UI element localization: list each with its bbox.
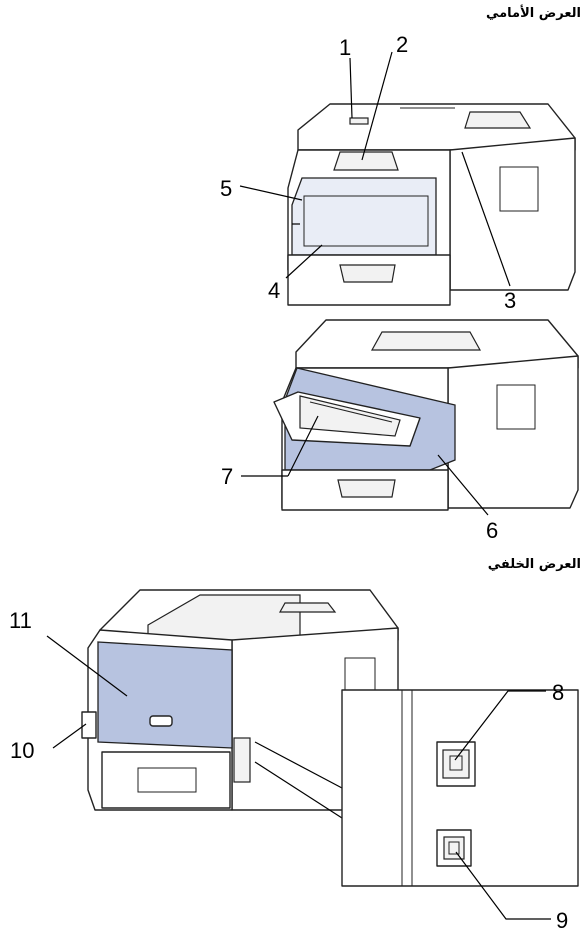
back-view-heading: العرض الخلفي xyxy=(487,557,581,572)
callout-1: 1 xyxy=(339,35,351,60)
printer-back-view xyxy=(81,589,579,887)
callout-4: 4 xyxy=(268,278,280,303)
callout-7: 7 xyxy=(221,464,233,489)
callout-8: 8 xyxy=(552,680,564,705)
callout-9: 9 xyxy=(556,908,568,933)
printer-front-view-1 xyxy=(287,103,576,306)
callout-3: 3 xyxy=(504,288,516,313)
callout-2: 2 xyxy=(396,32,408,57)
callout-5: 5 xyxy=(220,176,232,201)
front-view-heading: العرض الأمامي xyxy=(485,6,581,21)
callout-10: 10 xyxy=(10,738,34,763)
printer-front-view-2 xyxy=(273,319,579,511)
callout-6: 6 xyxy=(486,518,498,543)
callout-11: 11 xyxy=(9,608,32,633)
